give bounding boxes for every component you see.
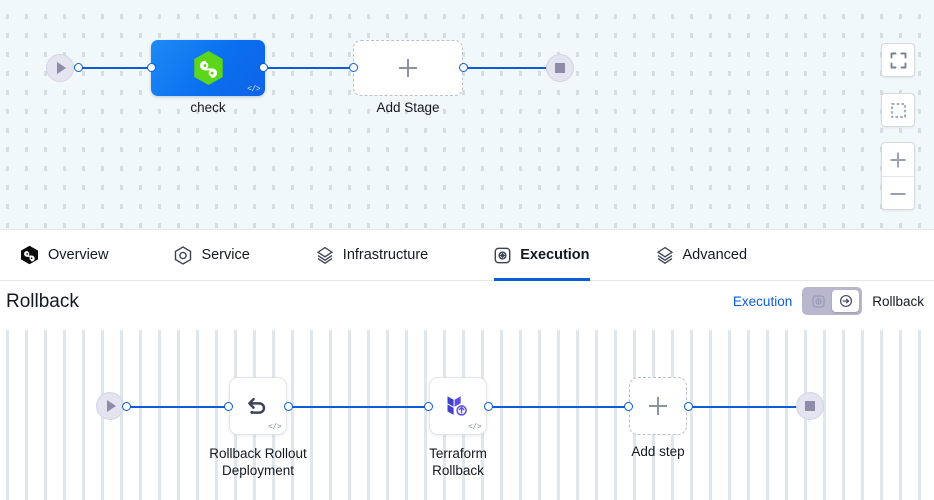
port-check-out[interactable] [259,63,268,72]
edge-addstage-to-end [458,67,558,69]
stop-square-icon [805,401,815,411]
start-node[interactable] [46,54,74,82]
toggle-label-execution[interactable]: Execution [732,293,793,309]
stage-canvas[interactable]: </> check Add Stage [0,0,934,230]
play-icon [57,62,66,74]
add-stage-button[interactable] [353,40,463,96]
service-hexagon-icon [174,245,192,265]
end-node[interactable] [546,54,574,82]
tab-service[interactable]: Service [174,230,250,281]
rollback-arrow-icon [839,294,852,308]
add-step-button[interactable] [629,377,687,435]
step-terraform-rollback[interactable]: </> [429,377,487,435]
plus-icon [399,59,417,77]
step-label-rollback-rollout-deployment: Rollback Rollout Deployment [209,446,307,478]
selection-box-button[interactable] [881,93,915,127]
tab-advanced[interactable]: Advanced [656,230,748,281]
toggle-switch[interactable] [802,287,863,315]
toggle-label-rollback[interactable]: Rollback [872,293,924,309]
step-code-badge: </> [268,423,281,432]
play-icon [107,400,116,412]
tab-execution[interactable]: Execution [494,230,590,281]
rollback-end-node[interactable] [796,392,824,420]
stage-label-add-stage: Add Stage [376,100,440,115]
plus-icon [649,397,667,415]
terraform-icon [447,396,467,416]
stage-check[interactable]: </> [151,40,265,96]
step-label-add-step: Add step [631,444,685,459]
fullscreen-button[interactable] [881,43,915,77]
zoom-in-icon [890,151,906,168]
page-title: Rollback [6,291,79,312]
harness-filled-hexagon-icon [20,245,39,265]
port-step1-out[interactable] [284,402,293,411]
edge-start-to-check [77,67,161,69]
execution-icon [494,247,511,264]
harness-hexagon-icon [193,50,223,86]
port-addstage-in[interactable] [349,63,358,72]
port-step2-in[interactable] [424,402,433,411]
zoom-out-icon [890,193,906,195]
execution-rollback-toggle[interactable]: Execution Rollback [733,287,924,315]
edge-step1-to-step2 [288,406,440,408]
port-addstage-out[interactable] [459,63,468,72]
rollback-header: Rollback Execution Roll [0,281,934,330]
step-code-badge: </> [468,423,481,432]
stage-tabs[interactable]: Overview Service Infrastructure [0,230,934,281]
edge-check-to-addstage [263,67,361,69]
infrastructure-layers-icon [316,246,334,265]
port-rb-start-out[interactable] [122,402,131,411]
edge-addstep-to-end [688,406,810,408]
port-step1-in[interactable] [224,402,233,411]
step-label-terraform-rollback: Terraform Rollback [429,446,487,478]
rollback-start-node[interactable] [96,392,124,420]
execution-icon [812,294,825,308]
step-rollback-rollout-deployment[interactable]: </> [229,377,287,435]
port-addstep-out[interactable] [684,402,693,411]
edge-step2-to-addstep [488,406,640,408]
tab-label-overview: Overview [48,247,109,263]
tab-label-advanced: Advanced [682,247,748,263]
tab-label-execution: Execution [520,247,590,263]
port-start-out[interactable] [74,63,83,72]
zoom-out-button[interactable] [882,177,914,211]
port-check-in[interactable] [147,63,156,72]
tab-infrastructure[interactable]: Infrastructure [316,230,428,281]
edge-start-to-step1 [126,406,236,408]
selection-box-icon [890,102,906,118]
canvas-divider [0,229,934,230]
tab-label-service: Service [201,247,250,263]
port-addstep-in[interactable] [624,402,633,411]
zoom-controls[interactable] [881,142,915,210]
advanced-layers-icon [656,246,674,265]
fullscreen-icon [890,52,906,68]
stop-square-icon [555,63,565,73]
zoom-in-button[interactable] [882,143,914,177]
toggle-option-rollback[interactable] [832,290,860,312]
tab-overview[interactable]: Overview [20,230,108,281]
tab-label-infrastructure: Infrastructure [342,247,429,263]
port-step2-out[interactable] [484,402,493,411]
stage-label-check: check [190,100,226,115]
toggle-option-execution[interactable] [805,290,832,312]
stage-code-badge: </> [247,85,260,94]
undo-arrow-icon [248,397,266,414]
